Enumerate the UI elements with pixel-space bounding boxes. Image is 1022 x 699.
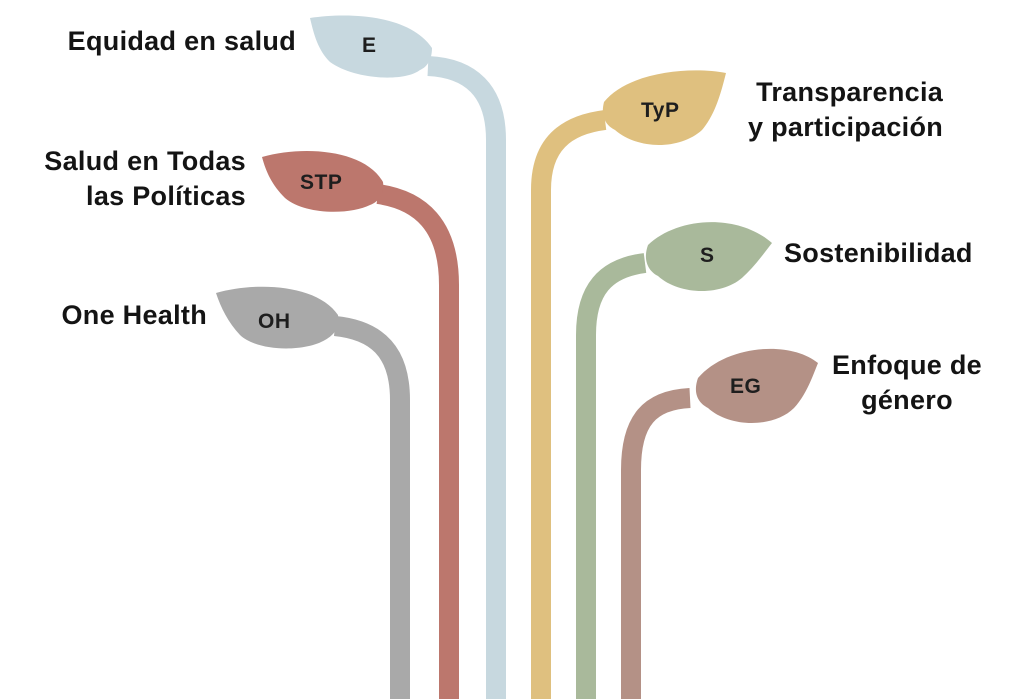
leaf-label-oh: OH xyxy=(258,310,291,333)
stem-s xyxy=(576,253,647,699)
leaf-label-stp: STP xyxy=(300,171,342,194)
stem-eg xyxy=(621,388,691,699)
leaf-label-eg: EG xyxy=(730,375,761,398)
leaf-typ xyxy=(602,70,726,145)
label-typ: Transparencia y participación xyxy=(748,77,944,142)
leaf-label-s: S xyxy=(700,244,715,267)
stem-stp xyxy=(376,184,459,699)
label-equidad: Equidad en salud xyxy=(67,26,296,56)
stem-equidad xyxy=(427,56,506,699)
label-s: Sostenibilidad xyxy=(784,238,973,268)
label-oh: One Health xyxy=(61,300,207,330)
stem-typ xyxy=(531,110,607,699)
stem-oh xyxy=(333,316,410,699)
leaf-equidad xyxy=(310,15,432,78)
leaf-label-typ: TyP xyxy=(641,99,679,122)
leaf-oh xyxy=(216,286,339,349)
leaf-stp xyxy=(262,151,384,212)
leaf-s xyxy=(645,222,772,291)
label-eg: Enfoque de género xyxy=(832,350,982,415)
leaf-eg xyxy=(695,348,818,423)
leaf-label-equidad: E xyxy=(362,34,377,57)
label-stp: Salud en Todas las Políticas xyxy=(44,146,246,211)
